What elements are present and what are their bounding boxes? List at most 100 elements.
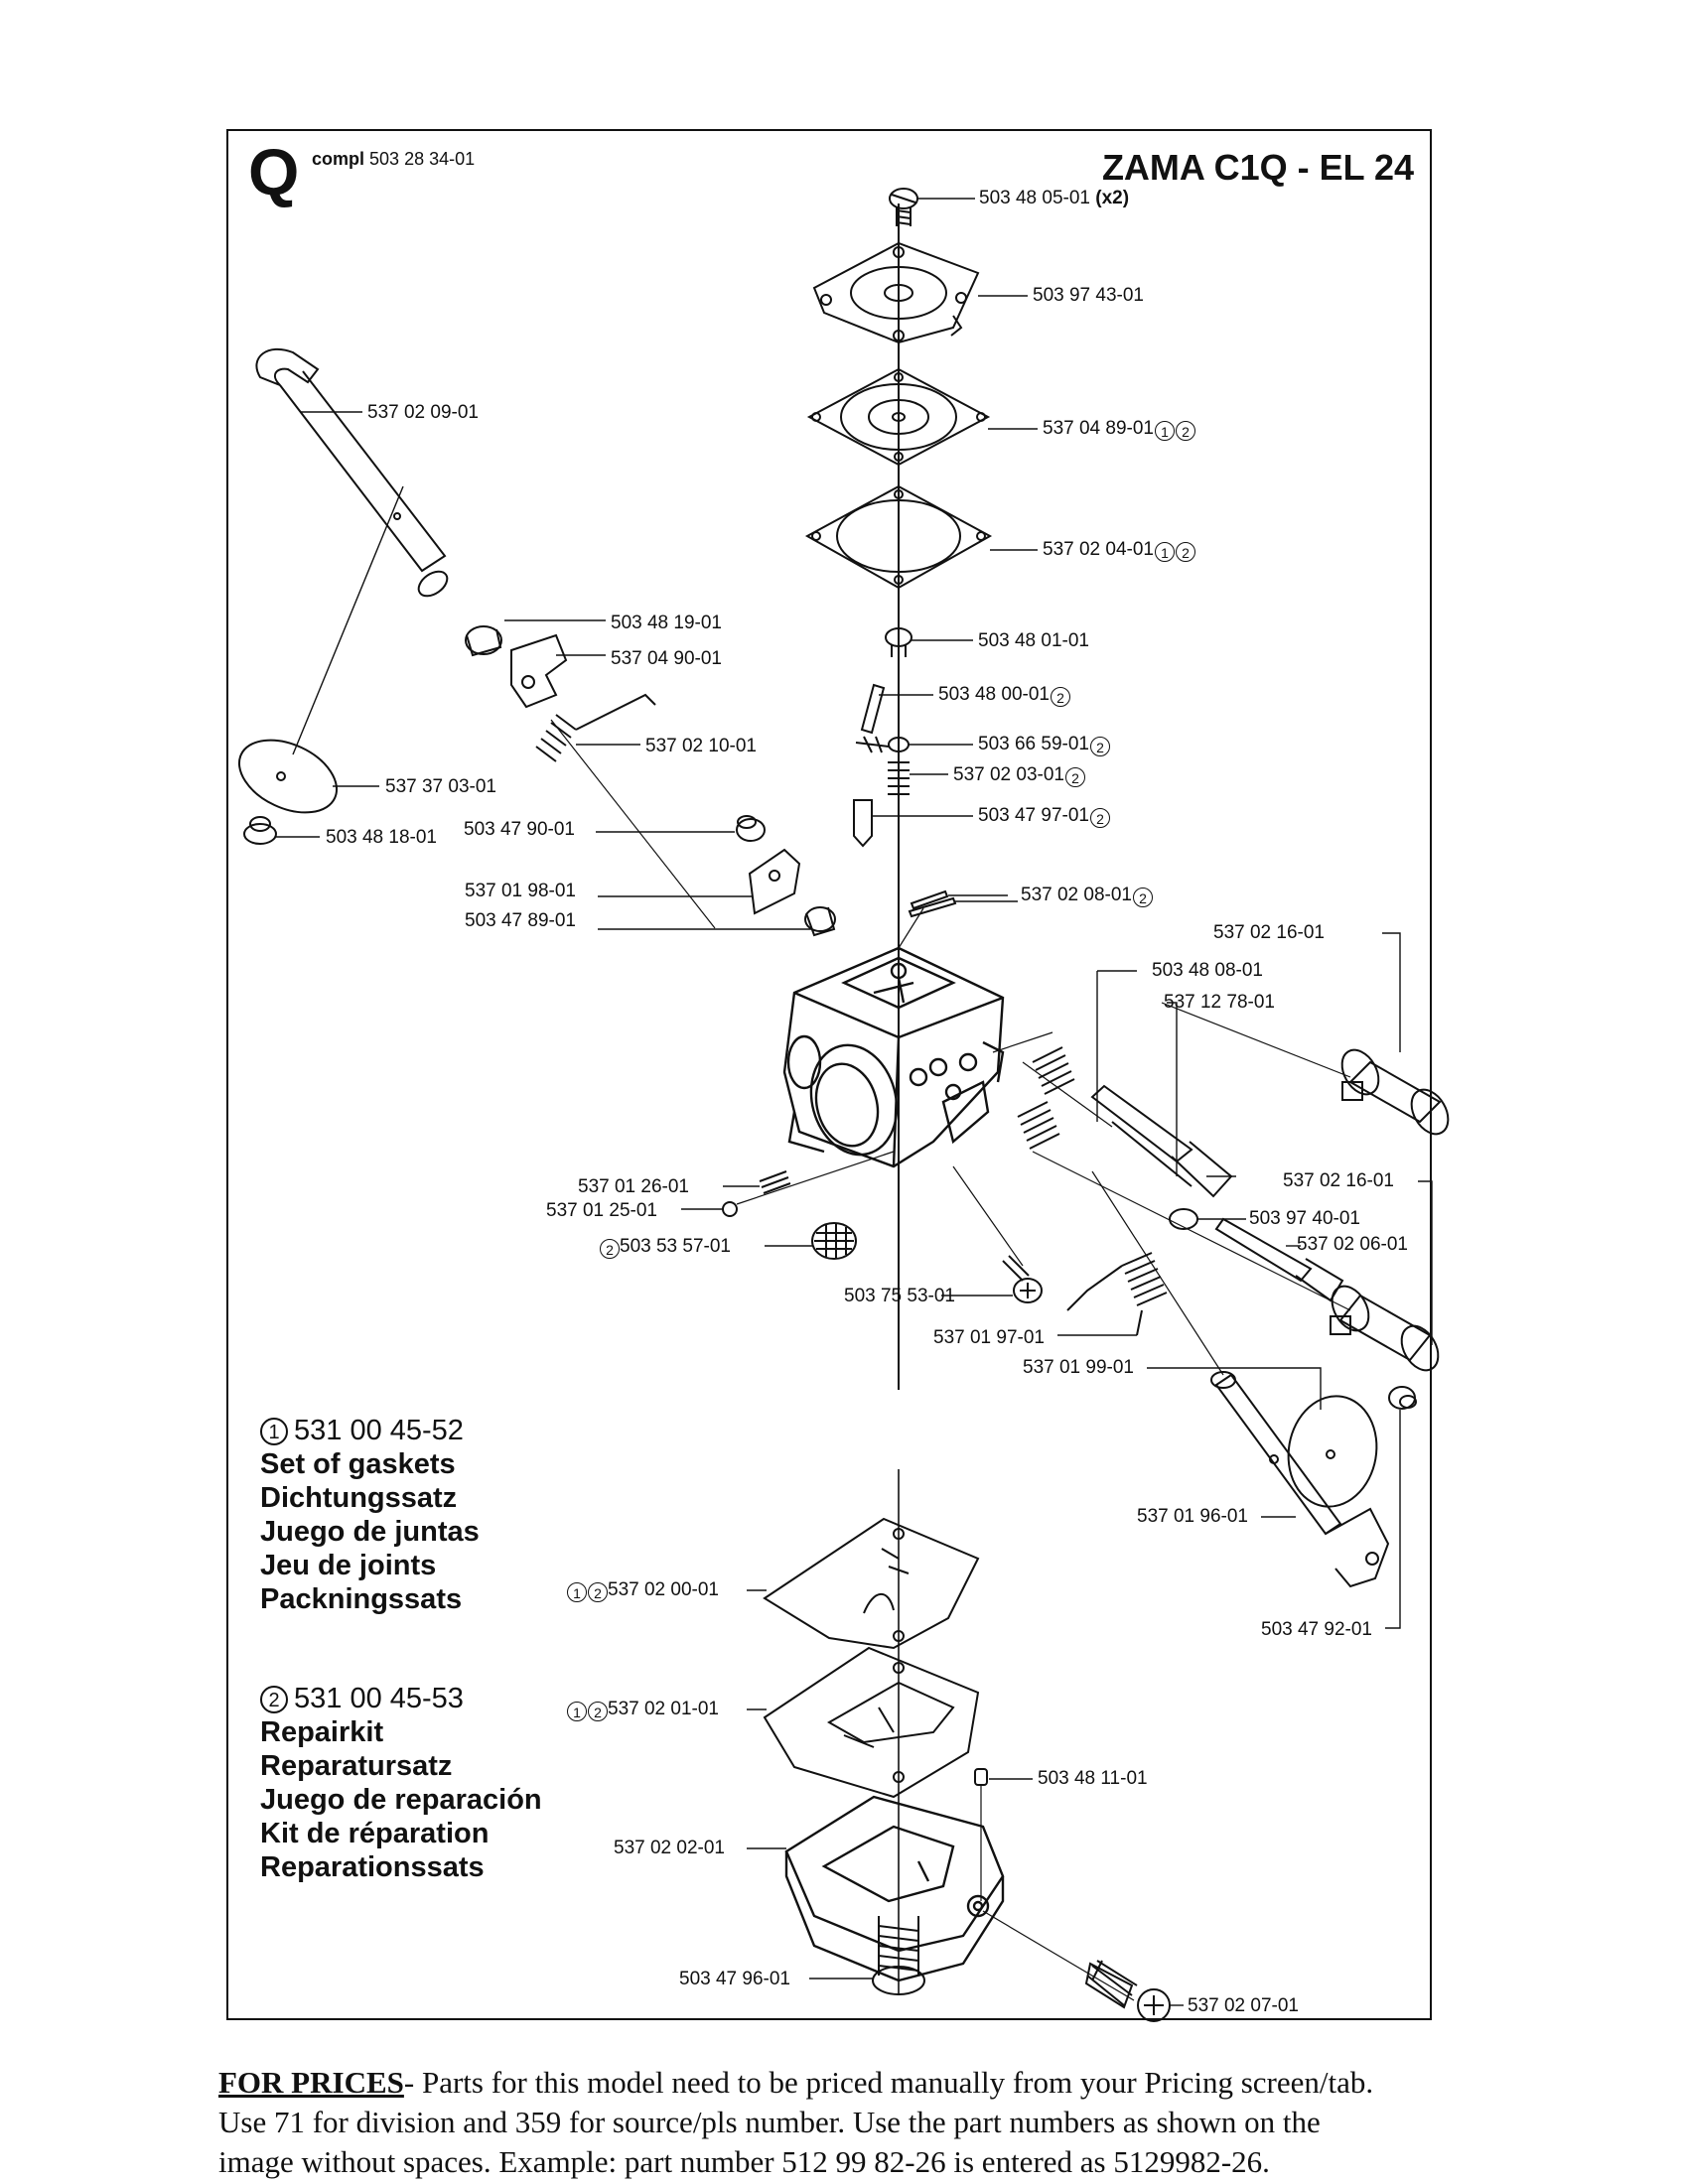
part-label: 503 48 18-01: [326, 827, 437, 848]
throttle-shaft-part: [255, 347, 449, 598]
kit-name: Juego de juntas: [260, 1516, 480, 1548]
part-label: 537 02 02-01: [614, 1838, 725, 1858]
fuel-screen-part: [811, 1222, 857, 1260]
compl-part-number: 503 28 34-01: [369, 149, 476, 169]
part-label: 537 01 99-01: [1023, 1357, 1134, 1378]
part-label: 537 02 07-01: [1188, 1995, 1299, 2016]
part-label: 537 37 03-01: [385, 776, 496, 797]
low-speed-needle-part: [1214, 1217, 1344, 1302]
kit-number: 531 00 45-53: [294, 1683, 464, 1714]
check-ball-part: [722, 1201, 738, 1217]
kit-marker-2: 2: [1090, 737, 1110, 756]
part-label: 503 48 01-01: [978, 630, 1089, 651]
kit-name: Kit de réparation: [260, 1818, 490, 1849]
kit-marker-2: 2: [1090, 808, 1110, 828]
kit-marker-2: 2: [1051, 687, 1070, 707]
gasket-part: [804, 484, 993, 590]
section-letter: Q: [248, 135, 300, 208]
cover-pin-part: [974, 1768, 988, 1901]
kit-marker-1: 1: [1155, 542, 1175, 562]
kit-name: Dichtungssatz: [260, 1482, 458, 1514]
pricing-note: FOR PRICES- Parts for this model need to…: [218, 2063, 1529, 2182]
part-label: 503 48 11-01: [1038, 1768, 1148, 1789]
part-label: 503 48 05-01 (x2): [979, 188, 1130, 208]
kit-marker-2: 2: [588, 1582, 608, 1602]
bushing-part: [465, 625, 502, 657]
cover-screw-part: [1084, 1960, 1171, 2022]
choke-plate-part: [1287, 1395, 1378, 1508]
kit-marker-2: 2: [600, 1239, 620, 1259]
o-ring-part: [1169, 1208, 1198, 1230]
diaphragm-part: [806, 367, 991, 467]
pricing-note-line: Use 71 for division and 359 for source/p…: [218, 2105, 1321, 2139]
kit-marker-1: 1: [260, 1418, 288, 1445]
part-label: 537 01 97-01: [933, 1327, 1045, 1348]
pump-cover-part: [784, 1795, 1005, 1982]
pin-part: [860, 683, 886, 735]
kit-name: Reparationssats: [260, 1851, 485, 1883]
throttle-screw-part: [243, 816, 277, 845]
part-label: 537 02 10-01: [645, 736, 757, 756]
kit-name: Juego de reparación: [260, 1784, 542, 1816]
kit-name: Set of gaskets: [260, 1448, 456, 1480]
choke-screw-part: [1388, 1386, 1417, 1410]
choke-bushing-part: [804, 906, 836, 937]
throttle-spring-part: [535, 693, 656, 762]
part-label: 503 97 43-01: [1033, 285, 1144, 306]
part-label: 537 02 09-01: [367, 402, 479, 423]
pump-gasket-part: [763, 1517, 980, 1650]
part-label: 503 97 40-01: [1249, 1208, 1360, 1229]
bottom-screw-part: [872, 1916, 925, 1995]
spring-part-small: [888, 761, 948, 795]
jet-spring-part: [759, 1170, 791, 1194]
kit-marker-2: 2: [1065, 767, 1085, 787]
kit-marker-2: 2: [1176, 421, 1195, 441]
part-label: 537 01 96-01: [1137, 1506, 1248, 1527]
part-label: 503 48 19-01: [611, 613, 722, 633]
part-label: 537 12 78-01: [1164, 992, 1275, 1013]
part-label: 503 47 92-01: [1261, 1619, 1372, 1640]
part-label: 537 04 90-01: [611, 648, 722, 669]
kit-marker-1: 1: [1155, 421, 1175, 441]
kit-name: Repairkit: [260, 1716, 384, 1748]
limiter-cap-upper-part: [1340, 1048, 1450, 1136]
needle-spring-lower-part: [1017, 1101, 1060, 1150]
complete-assembly-label: compl 503 28 34-01: [312, 149, 475, 170]
retainer-clip-part: [908, 896, 957, 918]
pricing-note-line: - Parts for this model need to be priced…: [403, 2065, 1374, 2100]
part-label: 503 47 96-01: [679, 1969, 790, 1989]
inlet-lever-part: [855, 736, 973, 753]
pricing-note-heading: FOR PRICES: [218, 2065, 404, 2100]
lever-pin-part: [910, 889, 949, 910]
lever-screw-part: [1002, 1255, 1043, 1303]
kit-marker-2: 2: [260, 1686, 288, 1713]
part-label: 503 75 53-01: [844, 1286, 955, 1306]
small-screw-part: [885, 627, 912, 657]
needle-part: [853, 799, 973, 848]
model-title: ZAMA C1Q - EL 24: [1101, 147, 1414, 188]
compl-word: compl: [312, 149, 365, 169]
throttle-lever-part: [510, 633, 568, 709]
part-label: 537 02 16-01: [1283, 1170, 1394, 1191]
cover-plate-part: [812, 241, 980, 344]
part-label: 537 02 16-01: [1213, 922, 1325, 943]
choke-washer-part: [736, 815, 766, 842]
part-label: 503 47 89-01: [465, 910, 576, 931]
kit-marker-2: 2: [588, 1702, 608, 1721]
part-label: 503 47 90-01: [464, 819, 575, 840]
carburetor-body-part: [782, 946, 1005, 1168]
part-label: 537 01 26-01: [578, 1176, 689, 1197]
